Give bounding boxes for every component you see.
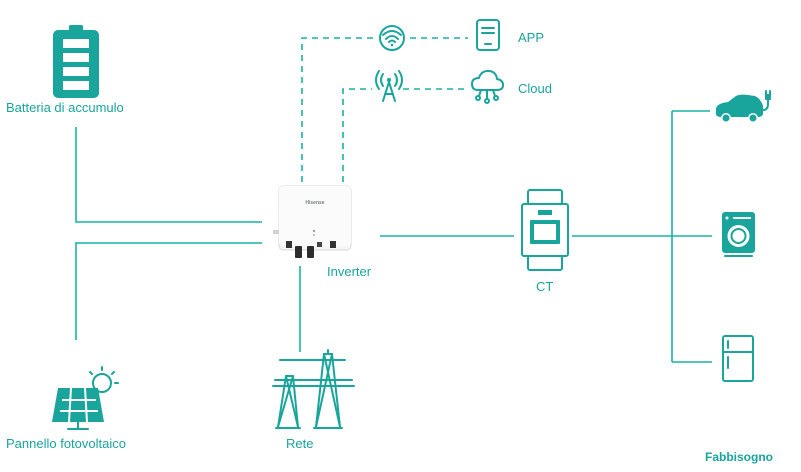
battery-line [75, 127, 262, 223]
inverter-label: Inverter [327, 264, 372, 279]
electric-car-icon [716, 90, 771, 123]
battery-icon [53, 25, 99, 98]
solar-panel-label: Pannello fotovoltaico [6, 436, 126, 451]
tablet-icon [476, 19, 500, 51]
wifi-icon [379, 25, 405, 51]
app-label: APP [518, 30, 545, 45]
inverter-brand-label: Hisense [305, 200, 324, 206]
connection-lines [75, 37, 712, 363]
grid-label: Rete [286, 436, 314, 451]
cloud-label: Cloud [518, 81, 552, 96]
loads-label: Fabbisogno [705, 450, 773, 464]
battery-label: Batteria di accumulo [6, 100, 124, 115]
refrigerator-icon [722, 335, 754, 382]
solar-line [75, 242, 262, 340]
antenna-icon [375, 70, 403, 102]
ct-label: CT [536, 279, 554, 294]
antenna-link [342, 88, 372, 182]
ct-meter-icon [521, 189, 569, 271]
inverter-icon: Hisense [273, 185, 352, 258]
solar-panel-icon [52, 366, 119, 430]
washing-machine-icon [722, 212, 755, 257]
power-pylon-icon [272, 349, 355, 429]
cloud-icon [471, 70, 504, 104]
wifi-link [301, 37, 375, 182]
